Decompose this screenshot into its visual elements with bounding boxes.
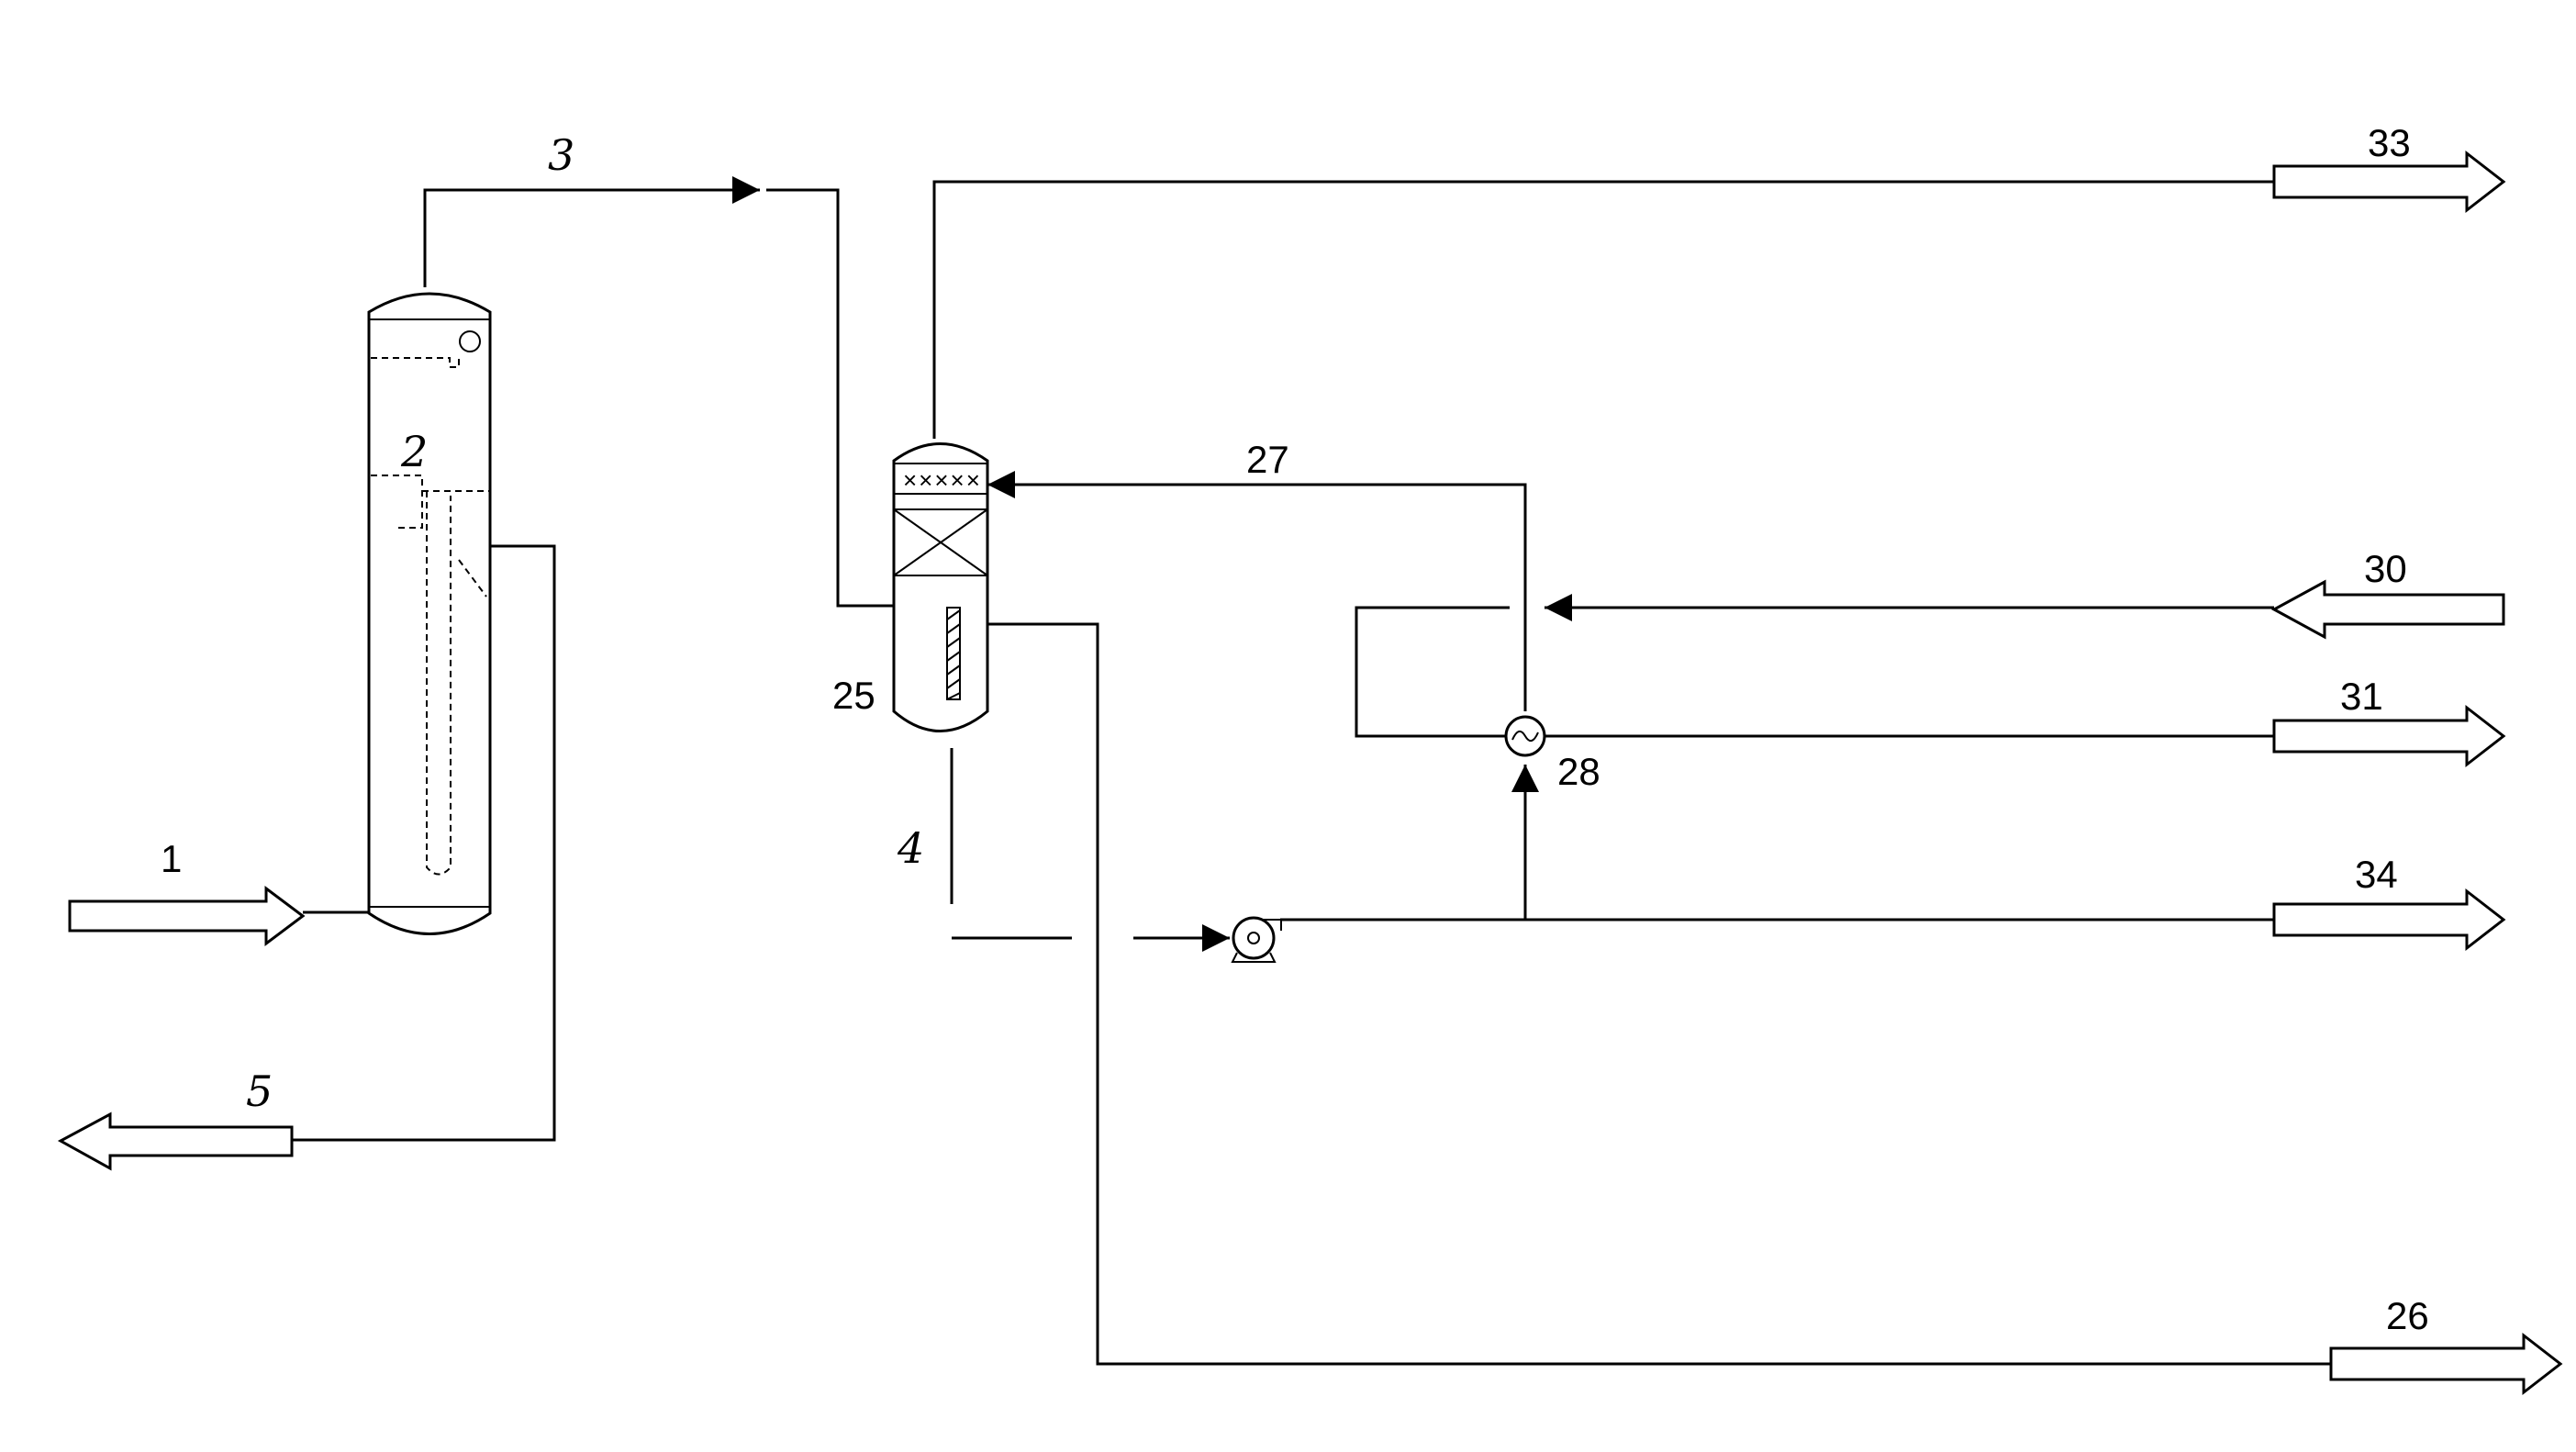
- label-28: 28: [1557, 750, 1600, 793]
- stream-labels: 1 2 3 4 5 25 26 27 28 30 31 33 34: [161, 121, 2429, 1337]
- label-33: 33: [2368, 121, 2411, 164]
- label-27: 27: [1246, 438, 1289, 481]
- label-2: 2: [400, 427, 428, 476]
- absorber-packing-marks: ×××××: [903, 466, 982, 494]
- label-26: 26: [2386, 1294, 2429, 1337]
- label-30: 30: [2364, 547, 2407, 590]
- arrow-out-31: [2274, 708, 2504, 765]
- pump-icon: [1232, 918, 1281, 962]
- label-3: 3: [548, 130, 574, 180]
- heat-exchanger-28: [1506, 717, 1544, 755]
- arrow-in-30: [2274, 582, 2504, 637]
- absorber-vessel: ×××××: [894, 444, 987, 732]
- arrow-out-26: [2331, 1335, 2560, 1392]
- label-4: 4: [897, 823, 924, 873]
- label-34: 34: [2355, 853, 2398, 896]
- label-25: 25: [832, 674, 875, 717]
- process-lines: [292, 182, 2331, 1364]
- arrow-out-5: [61, 1114, 292, 1168]
- label-1: 1: [161, 837, 182, 880]
- label-31: 31: [2340, 675, 2383, 718]
- arrow-out-34: [2274, 891, 2504, 948]
- left-column-vessel: [369, 294, 490, 934]
- label-5: 5: [246, 1067, 273, 1116]
- arrow-in-1: [70, 888, 303, 944]
